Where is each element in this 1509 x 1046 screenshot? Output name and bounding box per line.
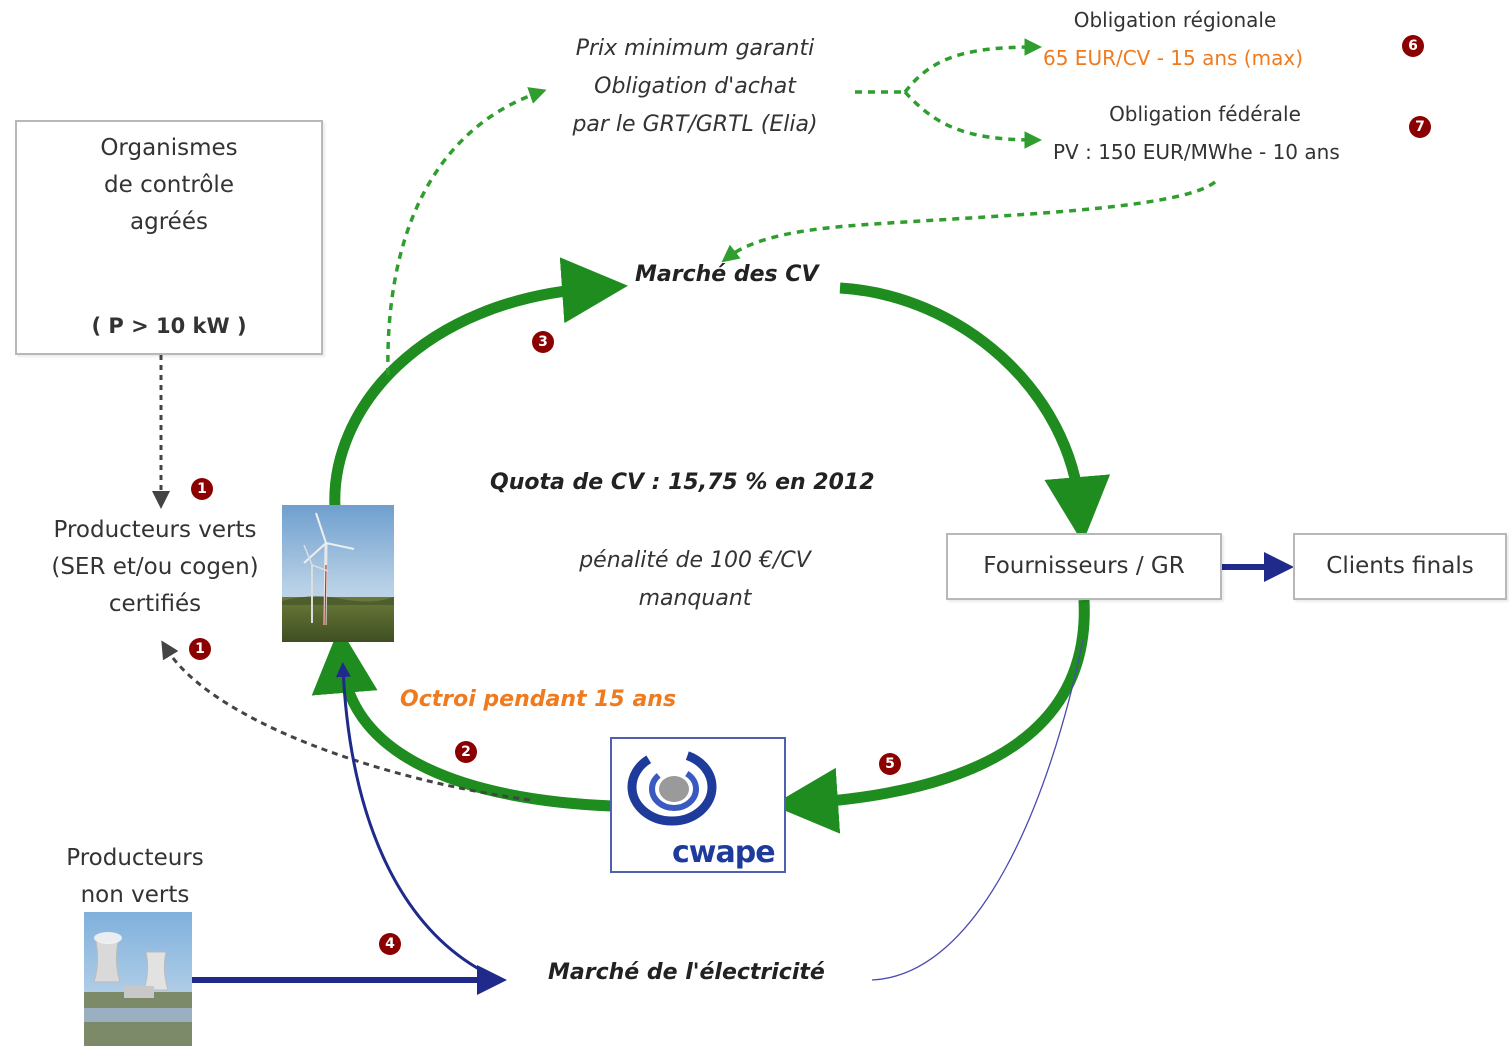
obligation-federale-title: Obligation fédérale	[1109, 102, 1301, 126]
cwape-logo-box: cwape	[610, 737, 786, 873]
prix-minimum-line1: Prix minimum garanti	[575, 36, 815, 61]
step-3-badge: 3	[532, 331, 554, 353]
organismes-box: Organismes de contrôle agréés ( P > 10 k…	[15, 120, 323, 355]
organismes-line3: agréés	[130, 209, 208, 235]
arrow-elec-market-to-producers	[335, 662, 491, 977]
obligation-regionale-title: Obligation régionale	[1073, 8, 1277, 32]
dashed-cwape-to-producers	[161, 640, 531, 802]
cwape-wordmark: cwape	[672, 835, 776, 870]
step-7-badge: 7	[1409, 116, 1431, 138]
organismes-power: ( P > 10 kW )	[91, 314, 247, 338]
organismes-line2: de contrôle	[104, 172, 234, 198]
producteurs-non-verts-label: Producteurs non verts	[35, 840, 235, 914]
prix-minimum-line3: par le GRT/GRTL (Elia)	[572, 112, 818, 137]
producteurs-verts-line2: (SER et/ou cogen)	[51, 554, 259, 580]
step-6-badge: 6	[1402, 35, 1424, 57]
marche-electricite-label: Marché de l'électricité	[548, 960, 825, 985]
fournisseurs-box: Fournisseurs / GR	[946, 533, 1222, 600]
arrow-cwape-to-producers	[311, 627, 613, 812]
arrow-suppliers-to-cwape	[772, 599, 1090, 834]
step-5-badge: 5	[879, 753, 901, 775]
arrow-producers-to-market-cv	[329, 257, 628, 509]
marche-cv-label: Marché des CV	[635, 262, 819, 287]
fournisseurs-label: Fournisseurs / GR	[983, 553, 1185, 579]
step-1-badge-top: 1	[191, 478, 213, 500]
quota-label: Quota de CV : 15,75 % en 2012	[490, 470, 875, 495]
dashed-federale-to-market-cv	[721, 180, 1217, 263]
step-2-badge: 2	[455, 741, 477, 763]
clients-box: Clients finals	[1293, 533, 1507, 600]
dashed-to-regionale	[903, 38, 1042, 94]
dashed-to-federale	[903, 90, 1042, 149]
step-1-badge-bottom: 1	[189, 638, 211, 660]
prix-minimum-line2: Obligation d'achat	[594, 74, 796, 99]
producteurs-non-verts-line1: Producteurs	[66, 845, 204, 871]
clients-label: Clients finals	[1326, 553, 1474, 579]
producteurs-verts-line1: Producteurs verts	[53, 517, 257, 543]
producteurs-verts-label: Producteurs verts (SER et/ou cogen) cert…	[35, 512, 275, 623]
penalite-line2: manquant	[638, 586, 752, 611]
organismes-line1: Organismes	[100, 135, 238, 161]
step-4-badge: 4	[379, 933, 401, 955]
penalite-line1: pénalité de 100 €/CV	[579, 548, 811, 573]
thin-line-suppliers-to-elec-market	[871, 639, 1084, 981]
prix-minimum-block: Prix minimum garanti Obligation d'achat …	[535, 30, 855, 144]
arrow-market-cv-to-suppliers	[839, 282, 1111, 543]
power-plant-image	[84, 912, 192, 1046]
octroi-label: Octroi pendant 15 ans	[400, 687, 677, 712]
wind-turbine-image	[282, 505, 394, 642]
producteurs-non-verts-line2: non verts	[80, 882, 190, 908]
cwape-swirl-icon	[627, 748, 717, 826]
obligation-regionale-value: 65 EUR/CV - 15 ans (max)	[1043, 46, 1303, 70]
obligation-federale-value: PV : 150 EUR/MWhe - 10 ans	[1053, 140, 1340, 164]
producteurs-verts-line3: certifiés	[108, 591, 202, 617]
penalite-block: pénalité de 100 €/CV manquant	[555, 542, 835, 618]
dashed-producers-to-prix	[386, 87, 547, 376]
